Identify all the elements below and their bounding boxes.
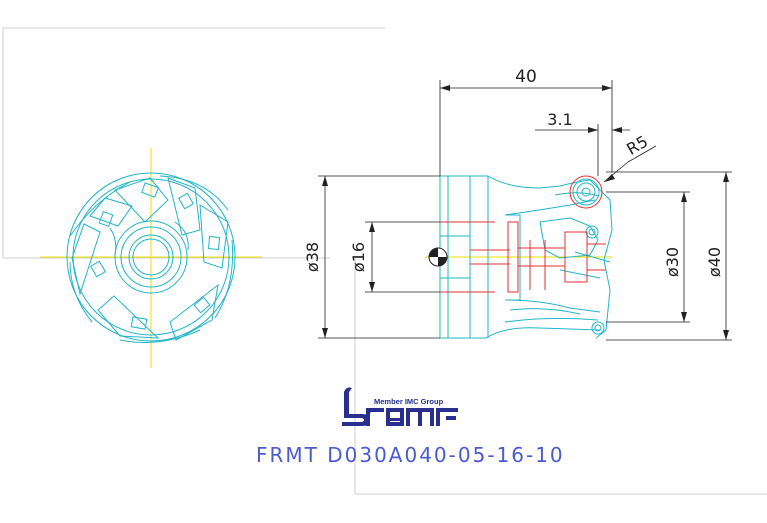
dim-corner-radius: R5 [623,132,651,159]
drawing-frame [2,27,767,495]
dim-diameter-cut-max: ø40 [705,247,724,277]
part-number: FRMT D030A040-05-16-10 [256,443,565,467]
drive-key-symbol [428,247,448,267]
side-view [425,175,613,339]
dim-diameter-bore: ø16 [349,242,368,272]
dim-diameter-cut-min: ø30 [663,247,682,277]
hidden-lines-bore [440,175,606,293]
insert-pockets [71,177,229,341]
dimension-arrows [322,85,729,340]
end-view [40,148,262,368]
dim-offset: 3.1 [547,110,572,129]
iscar-logo: Member IMC Group iscar [342,387,458,441]
dimension-lines [318,80,732,341]
logo-wordmark-graphic [342,387,458,426]
logo-wordmark-text: iscar [400,438,403,441]
dim-diameter-body: ø38 [303,242,322,272]
logo-tagline: Member IMC Group [374,397,444,406]
dim-length: 40 [515,67,537,87]
chip-flutes [69,175,234,343]
insert-seats [89,182,221,330]
